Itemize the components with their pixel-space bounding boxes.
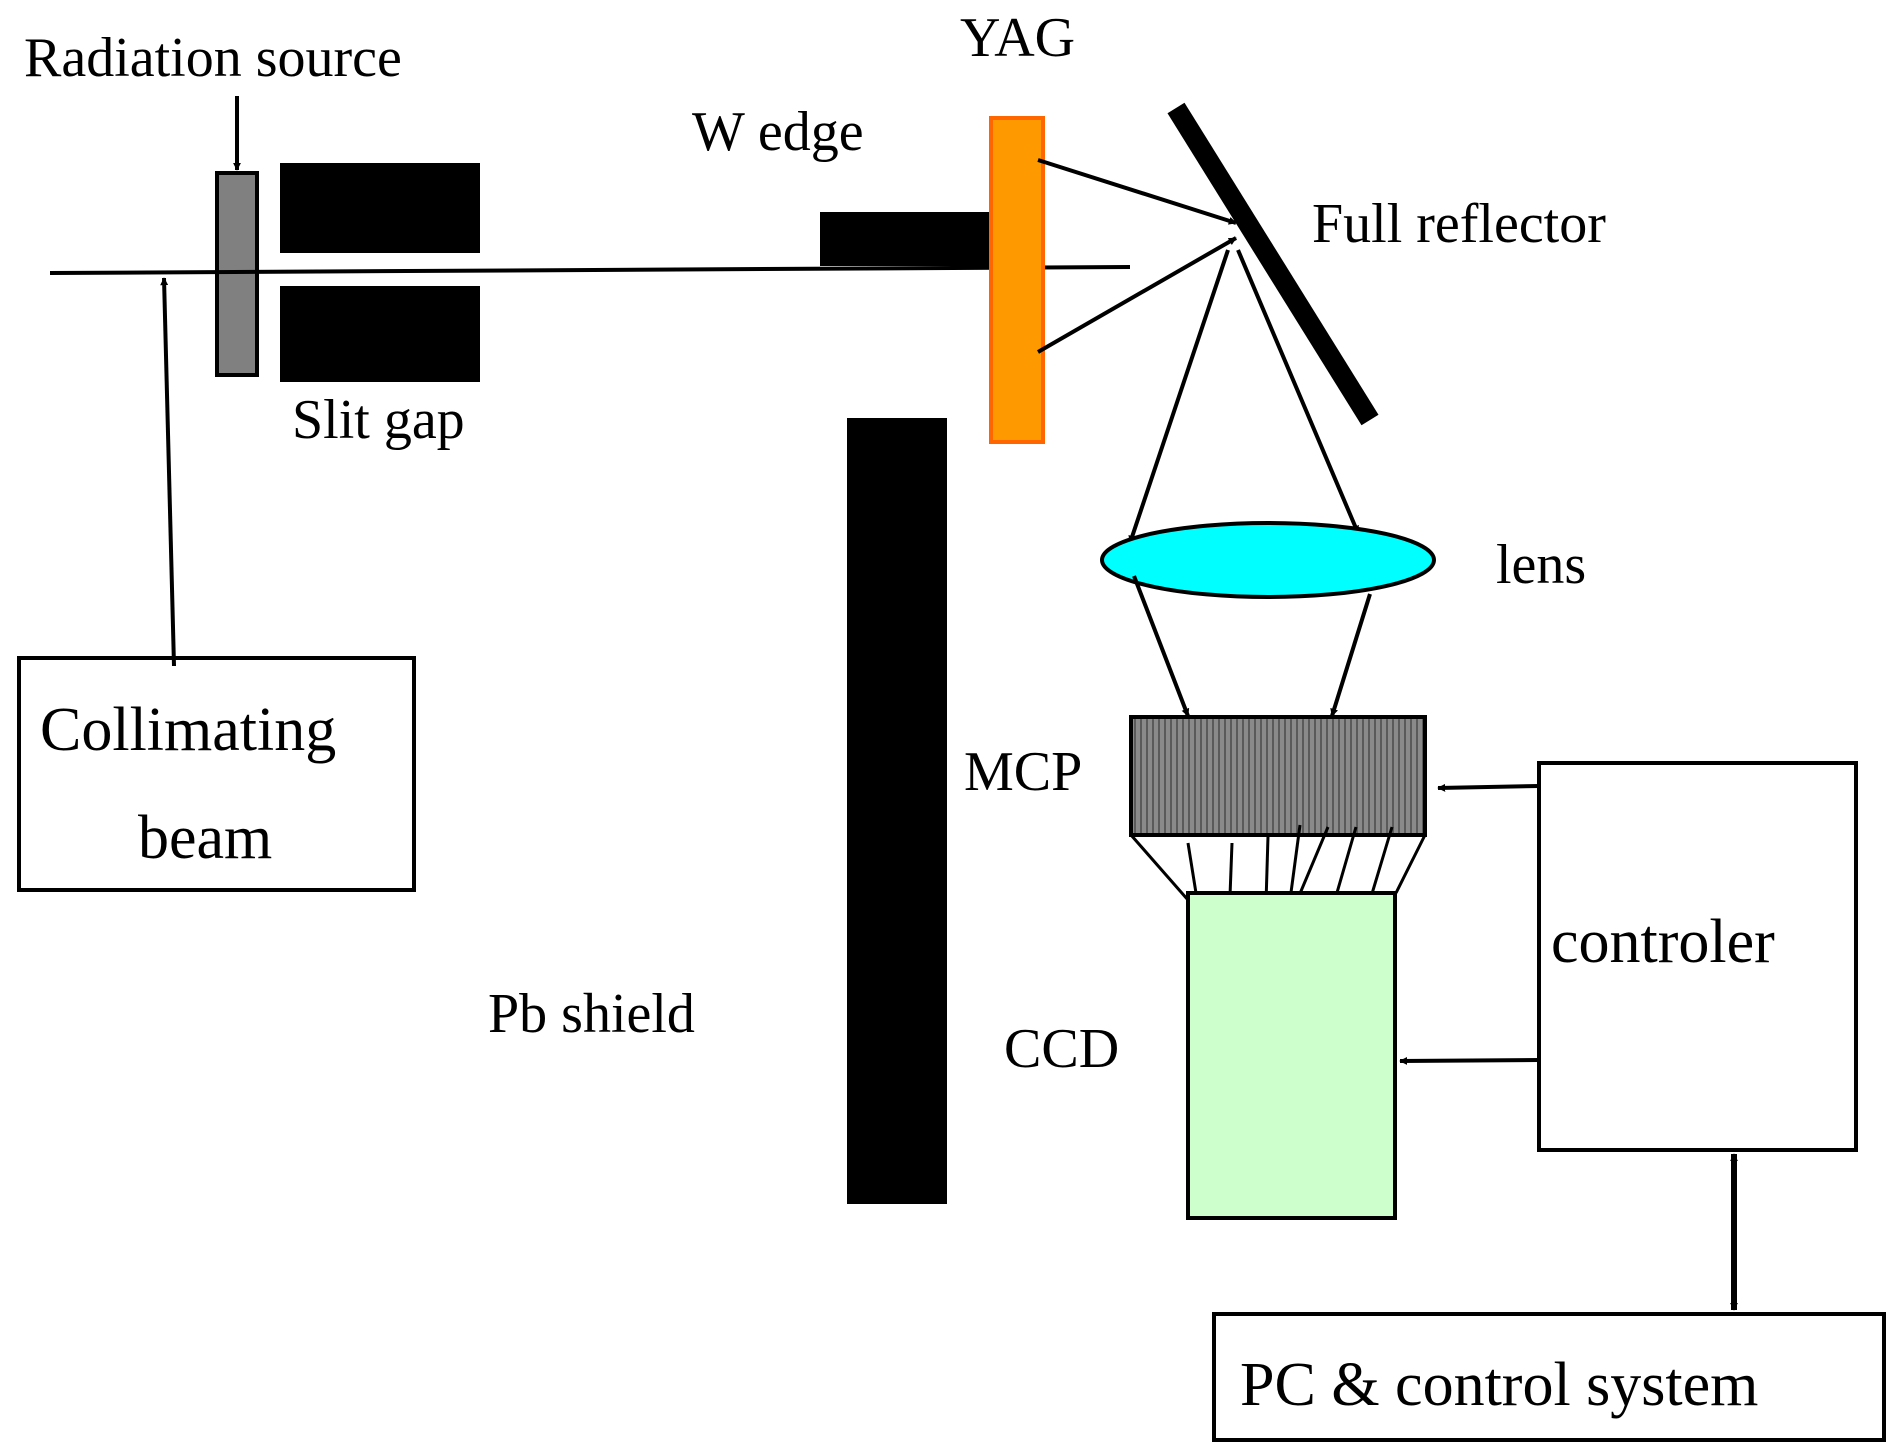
mcp	[1129, 715, 1427, 837]
controller-to-ccd-arrow	[1399, 1056, 1540, 1065]
mcp-label: MCP	[964, 741, 1082, 803]
ray-lens-to-mcp-left	[1132, 575, 1190, 717]
controller-to-mcp-arrow	[1437, 783, 1540, 792]
w-edge	[820, 212, 992, 266]
fiber-coupling	[1129, 824, 1427, 904]
pb-shield-label: Pb shield	[488, 983, 695, 1045]
w-edge-label: W edge	[692, 101, 864, 163]
ray-reflector-to-lens-left	[1128, 249, 1230, 544]
yag-label: YAG	[960, 7, 1075, 69]
lens-label: lens	[1496, 534, 1586, 596]
collimating-beam-arrow	[160, 277, 176, 667]
pb-shield	[847, 418, 947, 1204]
slit-block-bottom	[280, 286, 480, 382]
full-reflector-mirror	[1167, 102, 1379, 426]
ray-yag-to-reflector-lower	[1037, 236, 1237, 354]
collimating-beam-box: Collimating beam	[17, 656, 416, 892]
controller-label: controler	[1551, 908, 1775, 976]
full-reflector-label: Full reflector	[1312, 193, 1606, 255]
pc-control-system-label: PC & control system	[1240, 1351, 1758, 1419]
radiation-source-label: Radiation source	[24, 27, 402, 89]
collimating-label-line2: beam	[138, 804, 272, 872]
ray-reflector-to-lens-right	[1236, 249, 1360, 534]
collimating-label-line1: Collimating	[40, 696, 336, 764]
lens	[1100, 521, 1436, 599]
pc-control-system-box: PC & control system	[1212, 1312, 1886, 1442]
ccd	[1186, 891, 1397, 1220]
controller-box: controler	[1537, 761, 1858, 1152]
ccd-label: CCD	[1004, 1018, 1119, 1080]
ray-lens-to-mcp-right	[1330, 593, 1372, 717]
slit-block-top	[280, 163, 480, 253]
ray-yag-to-reflector-upper	[1037, 158, 1237, 225]
slit-gap-label: Slit gap	[292, 389, 465, 451]
yag-crystal	[989, 116, 1045, 444]
beam-line	[49, 265, 1131, 275]
